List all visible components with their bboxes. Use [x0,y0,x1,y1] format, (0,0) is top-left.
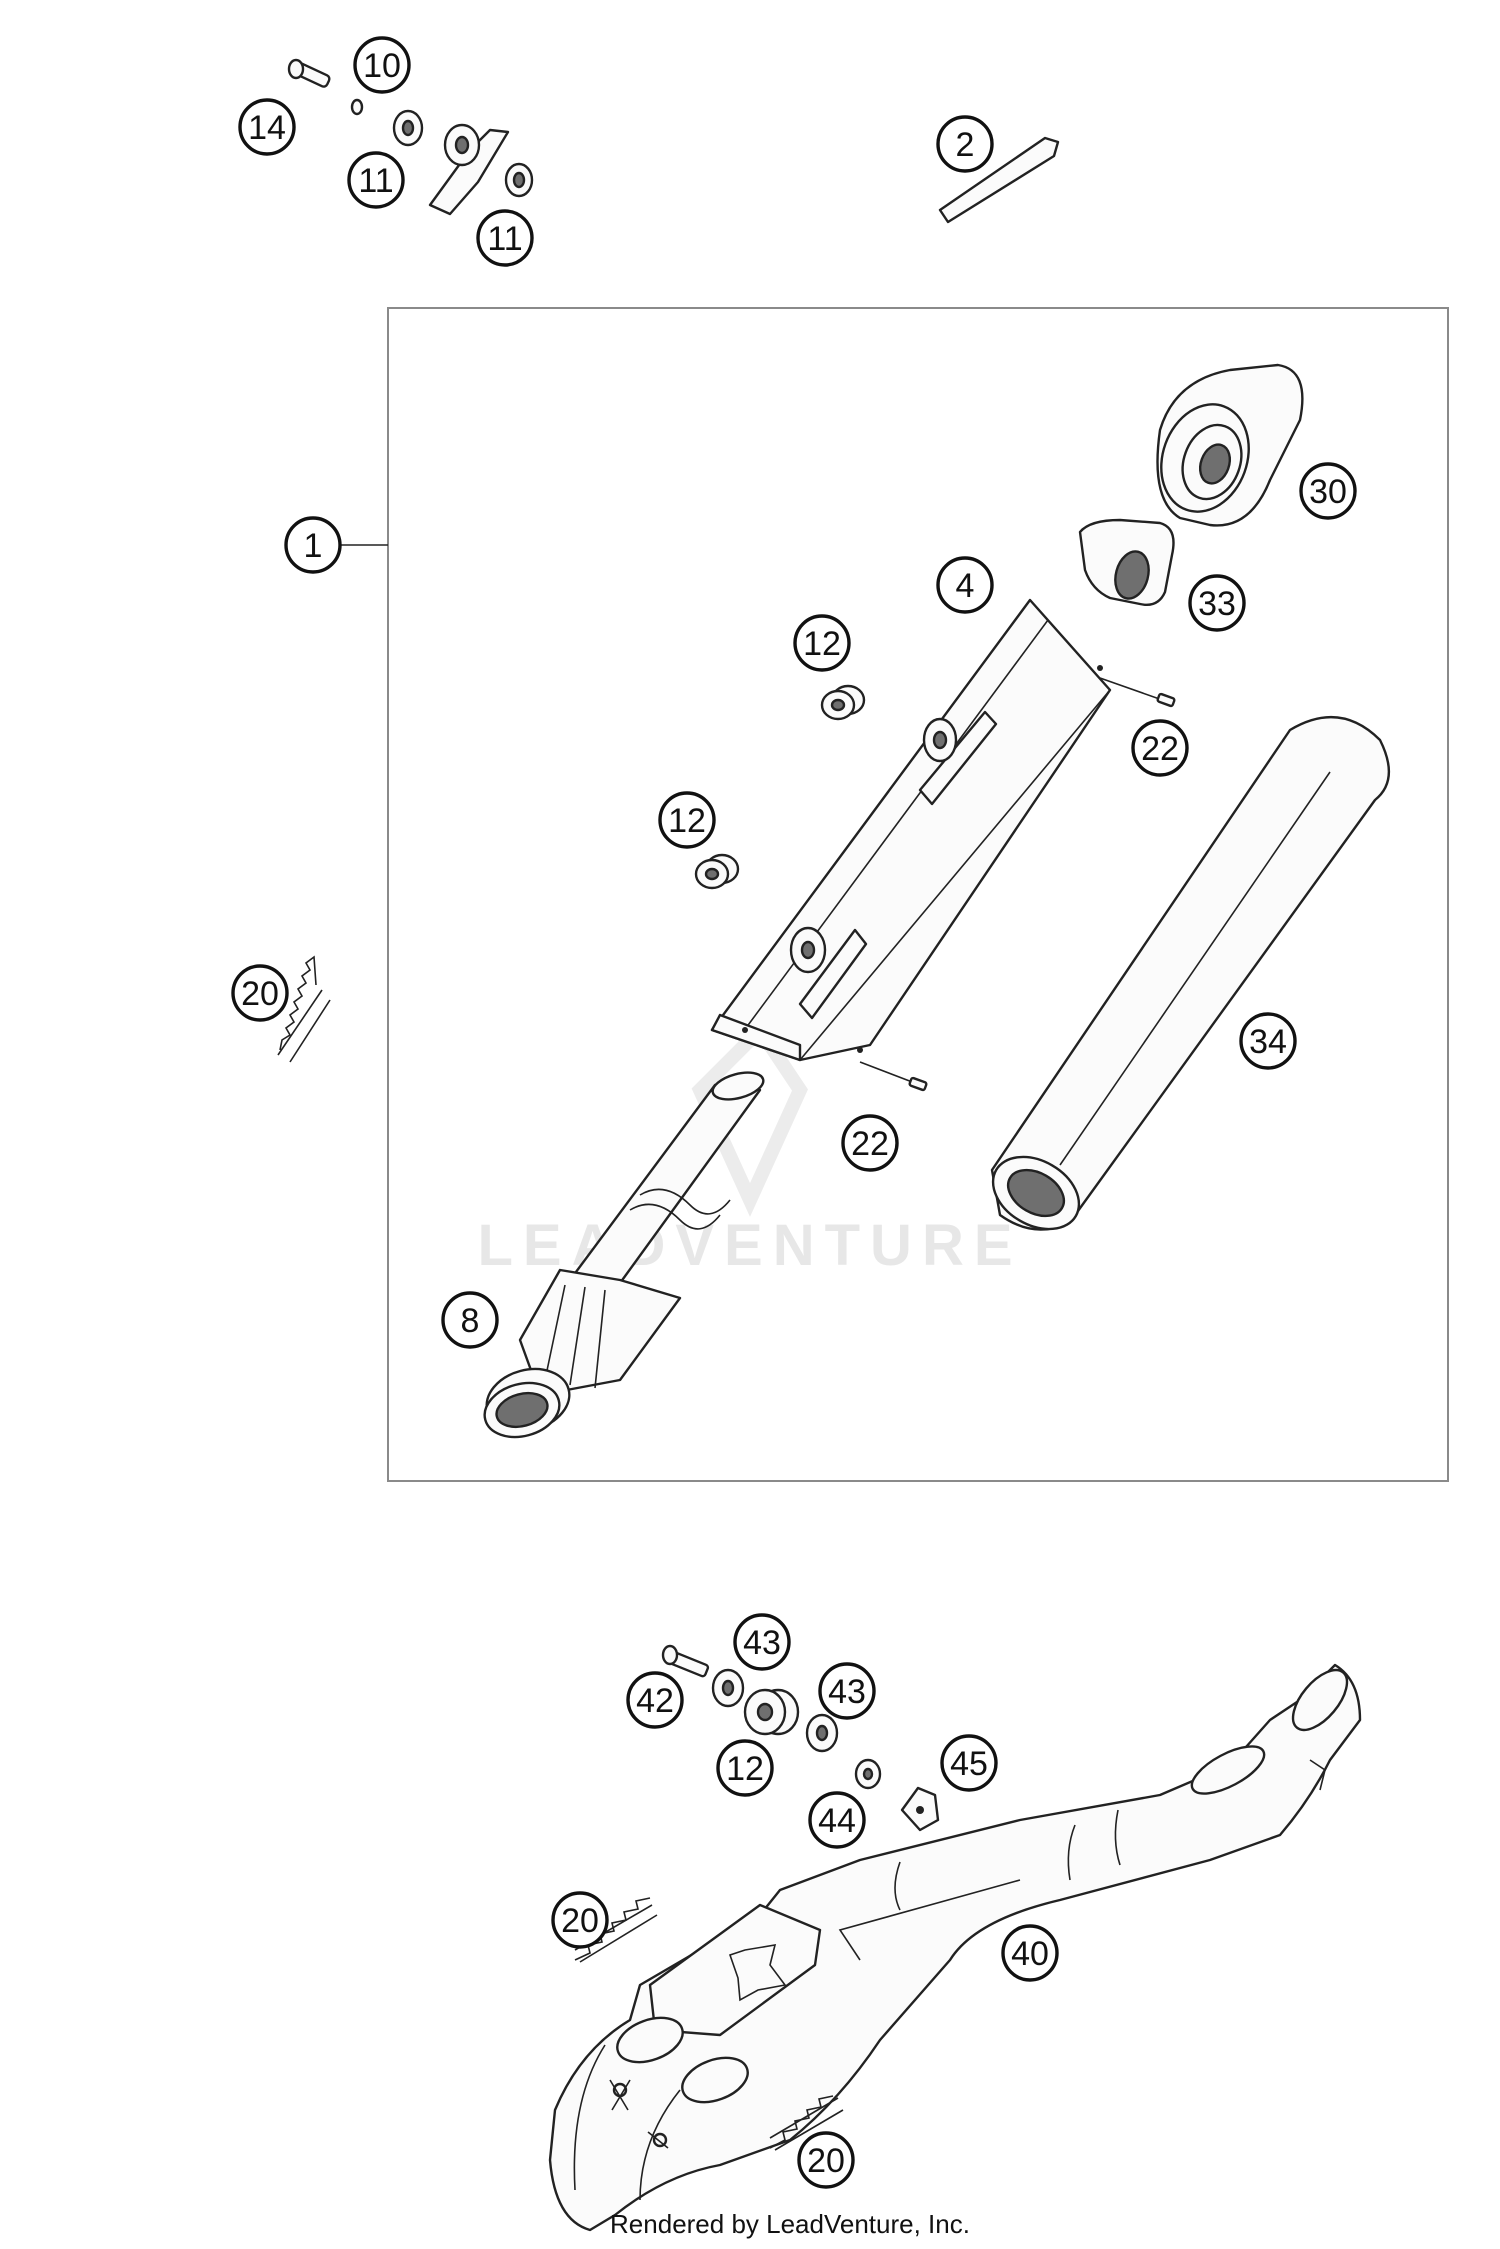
render-credit: Rendered by LeadVenture, Inc. [610,2209,970,2239]
callout-label: 11 [358,162,393,200]
callout-label: 34 [1249,1023,1287,1061]
callout-label: 10 [363,47,401,85]
callout-42: 42 [626,1671,684,1729]
clip-nut-45 [900,1786,940,1832]
callout-11: 11 [347,151,405,209]
callout-label: 12 [668,802,706,840]
spring-20-lower-right [769,2095,844,2151]
callout-43: 43 [733,1613,791,1671]
washer-44 [854,1758,882,1790]
callout-label: 33 [1198,585,1236,623]
callout-label: 44 [818,1802,856,1840]
mounting-bracket [428,123,510,216]
inlet-pipe-8 [483,1071,765,1439]
callout-label: 12 [726,1750,764,1788]
callout-34: 34 [1239,1012,1297,1070]
rubber-grommet-12-upper [820,684,866,721]
callout-label: 43 [743,1624,781,1662]
callout-33: 33 [1188,574,1246,632]
callout-label: 43 [828,1673,866,1711]
callout-label: 8 [461,1302,480,1340]
callout-label: 22 [1141,730,1179,768]
callout-2: 2 [936,115,994,173]
callout-label: 20 [241,975,279,1013]
screw-22-upper [1099,677,1176,708]
callout-20: 20 [551,1891,609,1949]
callout-40: 40 [1001,1924,1059,1982]
callout-label: 30 [1309,473,1347,511]
callout-label: 14 [248,109,286,147]
washer-43-right [805,1713,839,1753]
callout-label: 2 [956,126,975,164]
callout-10: 10 [353,36,411,94]
callout-45: 45 [940,1734,998,1792]
silencer-housing-4 [710,598,1112,1062]
washer-11-right [504,162,534,198]
callout-14: 14 [238,98,296,156]
assembly-frame [387,307,1449,1482]
end-cap-30 [1156,363,1304,527]
watermark-text: LEADVENTURE [477,1213,1022,1278]
spring-20-left [277,955,331,1063]
screw-22-lower [859,1061,928,1092]
bolt-14 [287,58,331,88]
callout-11: 11 [476,209,534,267]
callout-4: 4 [936,556,994,614]
callout-30: 30 [1299,462,1357,520]
callout-20: 20 [231,964,289,1022]
callout-22: 22 [1131,719,1189,777]
header-pipe-40 [548,1663,1362,2232]
callout-12: 12 [716,1739,774,1797]
small-ring-10 [350,98,364,116]
callout-44: 44 [808,1791,866,1849]
end-insert-33 [1078,518,1175,606]
heat-shield-2 [938,136,1060,224]
callout-12: 12 [658,791,716,849]
callout-label: 42 [636,1682,674,1720]
callout-12: 12 [793,614,851,672]
callout-label: 45 [950,1745,988,1783]
grommet-12-lower-group [743,1688,800,1736]
callout-label: 4 [956,567,975,605]
callout-8: 8 [441,1291,499,1349]
watermark-logo: LEADVENTURE [477,1019,1022,1278]
callout-label: 22 [851,1125,889,1163]
washer-43-left [711,1668,745,1708]
silencer-tube-34 [990,715,1391,1231]
callout-1: 1 [284,516,342,574]
callout-label: 11 [487,220,522,258]
bolt-42 [661,1644,710,1678]
rubber-grommet-12-lower [694,853,740,890]
callout-43: 43 [818,1662,876,1720]
callout-label: 40 [1011,1935,1049,1973]
callout-label: 20 [561,1902,599,1940]
callout-22: 22 [841,1114,899,1172]
callout-label: 1 [304,527,323,565]
callout-20: 20 [797,2131,855,2189]
callout-label: 12 [803,625,841,663]
washer-11-left [392,109,424,147]
callout-label: 20 [807,2142,845,2180]
